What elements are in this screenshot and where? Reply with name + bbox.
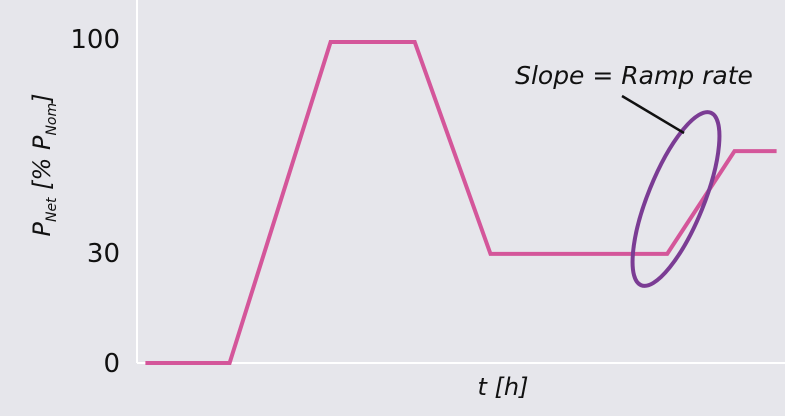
y-tick-label-100: 100	[70, 25, 120, 55]
annotation-text: Slope = Ramp rate	[515, 61, 753, 90]
y-label-bracket-open: [%	[28, 150, 56, 197]
y-label-main-sub: Net	[44, 197, 60, 222]
x-axis-label: t [h]	[478, 373, 529, 401]
y-label-unit: P	[28, 135, 56, 150]
y-label-bracket-close: ]	[28, 93, 56, 103]
y-tick-label-0: 0	[103, 349, 120, 379]
ramp-highlight-ellipse	[630, 110, 722, 288]
y-tick-label-30: 30	[87, 239, 120, 269]
y-label-main: P	[28, 222, 56, 237]
annotation-pointer-line	[621, 94, 685, 135]
power-series-line	[145, 40, 777, 365]
y-label-unit-sub: Nom	[44, 103, 60, 136]
y-axis-label: PNet [% PNom]	[28, 93, 60, 236]
